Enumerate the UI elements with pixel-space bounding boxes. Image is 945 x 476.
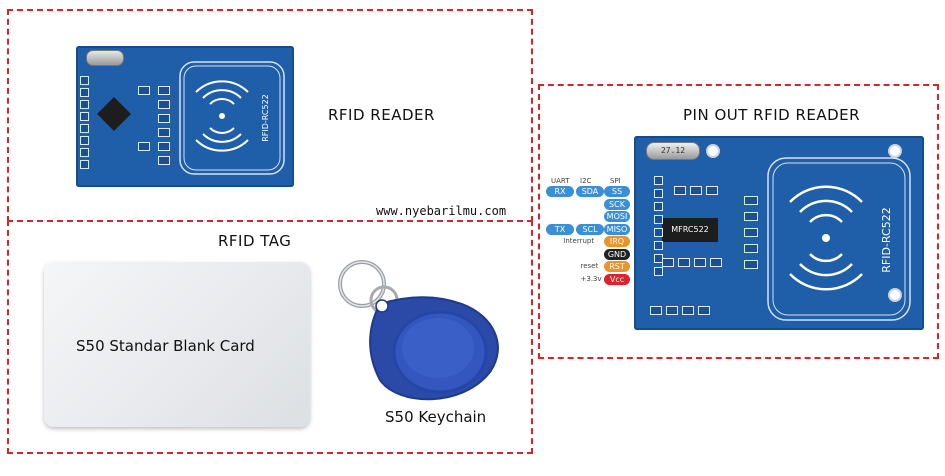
rfid-reader-board: RFID-RC522	[76, 46, 294, 187]
column-header-uart: UART	[551, 177, 570, 185]
header-pin	[654, 241, 663, 250]
pin-spi-label: GND	[604, 248, 630, 260]
header-pin	[654, 189, 663, 198]
pin-side-label: reset	[580, 262, 599, 270]
component	[682, 306, 694, 315]
pin-side-label: Interrupt	[563, 237, 595, 245]
antenna-icon: RFID-RC522	[179, 61, 285, 175]
pin-spi-label: IRQ	[604, 236, 630, 247]
chip-label: MFRC522	[671, 225, 709, 234]
pad	[80, 124, 89, 133]
pin-uart-label: RX	[546, 186, 574, 197]
component	[158, 114, 170, 123]
component	[650, 306, 662, 315]
component	[690, 186, 702, 195]
component	[158, 86, 170, 95]
component	[744, 228, 758, 237]
component	[674, 186, 686, 195]
component	[138, 86, 150, 95]
component	[744, 212, 758, 221]
pad	[80, 88, 89, 97]
reader-title: RFID READER	[328, 106, 435, 124]
crystal-oscillator: 27.12	[646, 142, 700, 160]
chip: MFRC522	[662, 218, 718, 242]
board-name-label: RFID-RC522	[880, 207, 893, 272]
component	[706, 186, 718, 195]
column-header-spi: SPI	[610, 177, 621, 185]
component	[138, 142, 150, 151]
mount-hole	[706, 144, 720, 158]
pinout-frame	[538, 84, 939, 359]
component	[744, 260, 758, 269]
pin-spi-label: RST	[604, 261, 630, 272]
component	[666, 306, 678, 315]
component	[744, 244, 758, 253]
pin-spi-label: SCK	[604, 198, 630, 210]
pad	[80, 136, 89, 145]
header-pin	[654, 267, 663, 276]
pad	[80, 112, 89, 121]
mount-hole	[888, 144, 902, 158]
pin-i2c-label: SCL	[576, 223, 604, 235]
pad	[80, 148, 89, 157]
blank-card	[44, 262, 310, 427]
crystal-label: 27.12	[660, 146, 686, 155]
antenna-icon: RFID-RC522	[767, 157, 911, 321]
pad	[80, 76, 89, 85]
header-pin	[654, 202, 663, 211]
component	[678, 258, 690, 267]
pin-spi-label: MISO	[604, 223, 630, 235]
pad	[80, 100, 89, 109]
pin-spi-label: SS	[604, 186, 630, 197]
component	[710, 258, 722, 267]
component	[662, 258, 674, 267]
component	[158, 128, 170, 137]
pad	[80, 160, 89, 169]
pin-i2c-label: SDA	[576, 186, 604, 197]
component	[158, 100, 170, 109]
crystal-oscillator	[86, 50, 124, 66]
header-pin	[654, 228, 663, 237]
component	[744, 196, 758, 205]
board-name-label: RFID-RC522	[261, 94, 270, 142]
pin-spi-label: Vcc	[604, 273, 630, 285]
keychain-label: S50 Keychain	[385, 408, 487, 426]
mount-hole	[888, 288, 902, 302]
component	[694, 258, 706, 267]
component	[698, 306, 710, 315]
keychain-icon	[338, 260, 499, 401]
card-label: S50 Standar Blank Card	[76, 337, 255, 355]
component	[158, 156, 170, 165]
pin-uart-label: TX	[546, 223, 574, 235]
pinout-board: 27.12 MFRC522 RFID-RC522	[634, 136, 924, 330]
tag-frame	[7, 220, 533, 454]
pinout-title: PIN OUT RFID READER	[683, 106, 861, 124]
pin-spi-label: MOSI	[604, 211, 630, 222]
chip	[97, 97, 131, 131]
header-pin	[654, 215, 663, 224]
website-label: www.nyebarilmu.com	[376, 204, 507, 218]
column-header-i2c: I2C	[580, 177, 592, 185]
header-pin	[654, 176, 663, 185]
component	[158, 142, 170, 151]
tag-title: RFID TAG	[218, 232, 292, 250]
pin-side-label: +3.3v	[580, 274, 602, 283]
